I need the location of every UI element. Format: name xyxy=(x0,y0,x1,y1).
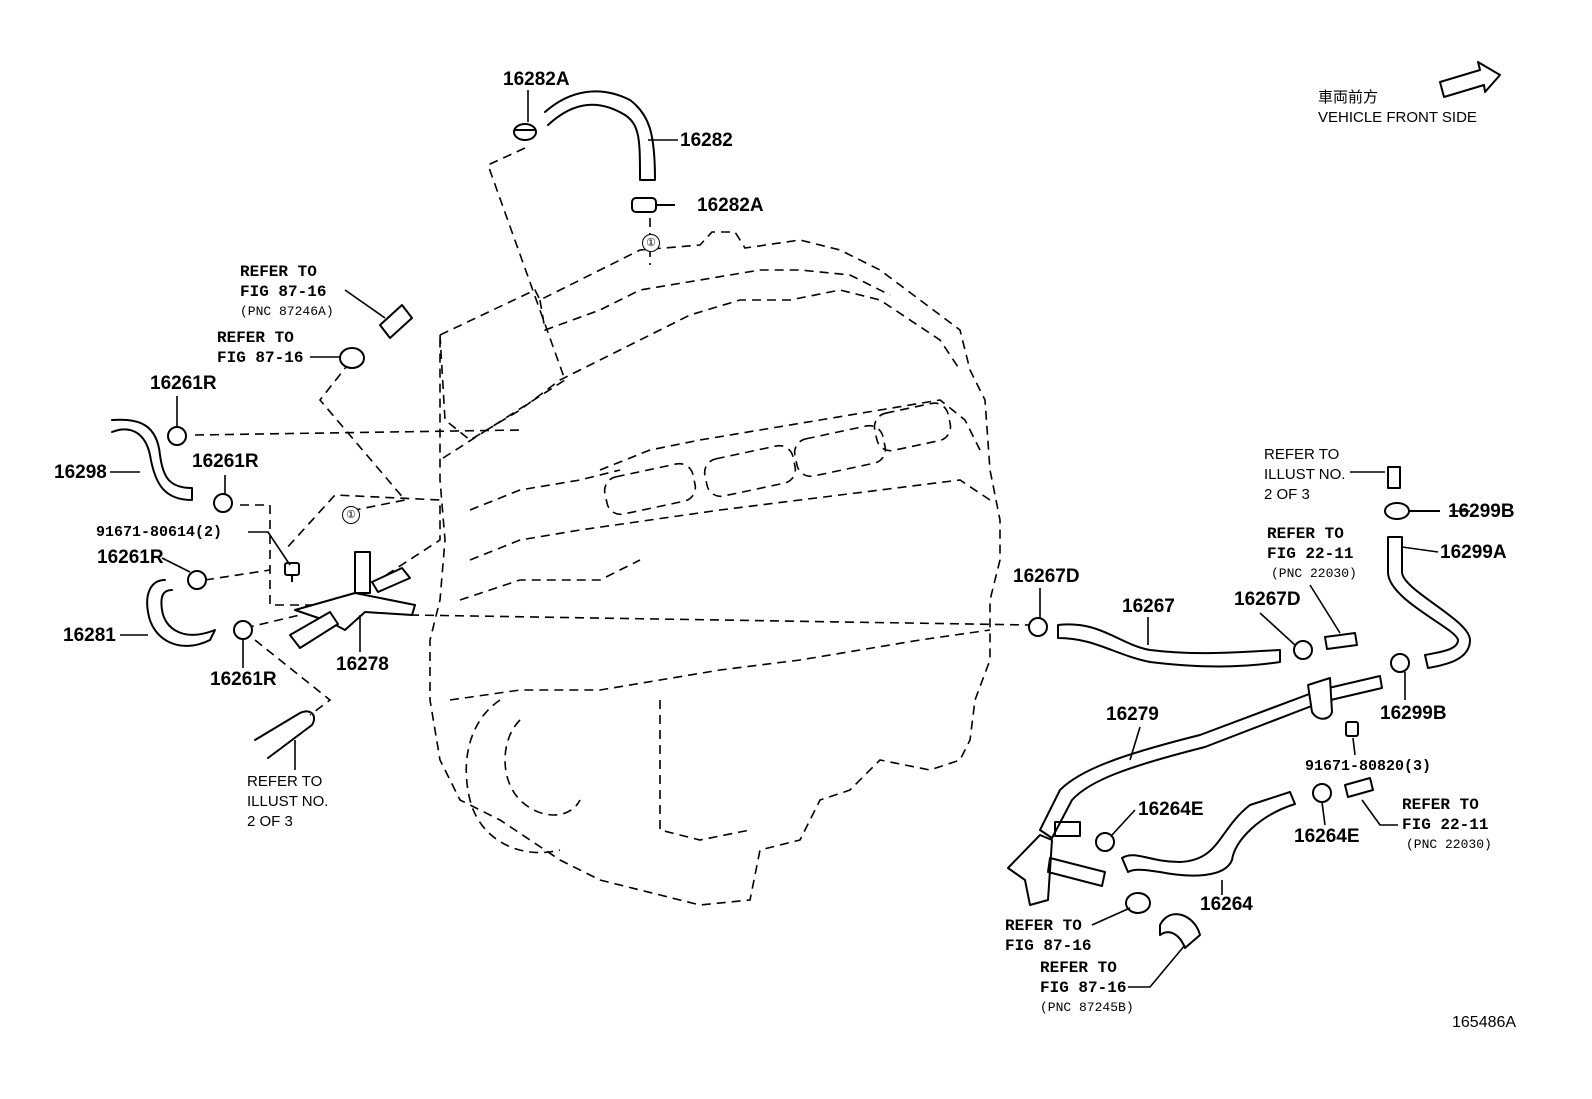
label-16299B-bot[interactable]: 16299B xyxy=(1380,703,1447,724)
ref-87245B[interactable]: REFER TO FIG 87-16 (PNC 87245B) xyxy=(1040,958,1134,1018)
label-16261R-3[interactable]: 16261R xyxy=(97,547,164,568)
label-16282A-top[interactable]: 16282A xyxy=(503,69,570,90)
clamp-16264E-2 xyxy=(1312,783,1332,803)
ref-87246A[interactable]: REFER TO FIG 87-16 (PNC 87246A) xyxy=(240,262,334,322)
ref-line-2: FIG 87-16 xyxy=(217,349,304,367)
label-16282[interactable]: 16282 xyxy=(680,130,733,151)
ref-line-2: FIG 22-11 xyxy=(1267,545,1354,563)
label-16299B-top[interactable]: 16299B xyxy=(1448,501,1515,522)
ref-line-1: REFER TO xyxy=(1267,525,1344,543)
ref-line-3: (PNC 87246A) xyxy=(240,304,334,319)
clamp-16299B-bot xyxy=(1390,653,1410,673)
label-16278[interactable]: 16278 xyxy=(336,654,389,675)
ref-line-3: (PNC 22030) xyxy=(1271,566,1357,581)
ref-line-1: REFER TO xyxy=(1264,446,1340,463)
ref-line-2: FIG 22-11 xyxy=(1402,816,1489,834)
connection-marker-1-left: ① xyxy=(342,506,360,524)
hose-16282 xyxy=(544,90,656,181)
ref-line-1: REFER TO xyxy=(1005,917,1082,935)
clamp-16261R-1 xyxy=(167,426,187,446)
hose-ref-87246A xyxy=(379,304,413,339)
engine-block-outline xyxy=(429,231,1001,906)
bolt-91671-80614 xyxy=(284,562,300,582)
vehicle-front-en: VEHICLE FRONT SIDE xyxy=(1318,109,1477,126)
clamp-ref-87-16-b xyxy=(1125,892,1151,914)
pipe-stub-22030-top xyxy=(1324,632,1358,650)
leader-lines xyxy=(110,90,1470,988)
vehicle-front-jp: 車両前方 xyxy=(1318,89,1379,106)
hose-16298 xyxy=(111,418,193,501)
ref-line-2: FIG 87-16 xyxy=(240,283,327,301)
hose-16267 xyxy=(1057,623,1281,668)
ref-87-16-a[interactable]: REFER TO FIG 87-16 xyxy=(217,328,303,368)
label-16282A-mid[interactable]: 16282A xyxy=(697,195,764,216)
illustration-id: 165486A xyxy=(1452,1014,1517,1031)
clamp-ref-87-16-a xyxy=(339,347,365,369)
connection-marker-1-top: ① xyxy=(642,234,660,252)
ref-line-2: ILLUST NO. xyxy=(247,793,329,810)
ref-illust-left[interactable]: REFER TO ILLUST NO. 2 OF 3 xyxy=(247,772,328,832)
label-16267D-2[interactable]: 16267D xyxy=(1234,589,1301,610)
label-16298[interactable]: 16298 xyxy=(54,462,107,483)
label-16267D-1[interactable]: 16267D xyxy=(1013,566,1080,587)
label-16261R-2[interactable]: 16261R xyxy=(192,451,259,472)
vehicle-front-arrow-icon xyxy=(1439,61,1501,98)
hose-ref-illust-left xyxy=(254,710,316,759)
label-16264[interactable]: 16264 xyxy=(1200,894,1253,915)
ref-87-16-b[interactable]: REFER TO FIG 87-16 xyxy=(1005,916,1091,956)
ref-line-3: 2 OF 3 xyxy=(1264,486,1310,503)
label-16261R-4[interactable]: 16261R xyxy=(210,669,277,690)
hose-16281 xyxy=(146,579,216,647)
label-16261R-1[interactable]: 16261R xyxy=(150,373,217,394)
ref-line-2: FIG 87-16 xyxy=(1040,979,1127,997)
label-16267[interactable]: 16267 xyxy=(1122,596,1175,617)
clamp-16261R-2 xyxy=(213,493,233,513)
label-91671-80820[interactable]: 91671-80820(3) xyxy=(1305,758,1432,775)
pipe-16279-branch xyxy=(1054,821,1081,837)
clamp-16267D-1 xyxy=(1028,617,1048,637)
clamp-16282A-top xyxy=(513,123,537,141)
label-16279[interactable]: 16279 xyxy=(1106,704,1159,725)
intake-ports xyxy=(603,402,952,516)
ref-22030-bot[interactable]: REFER TO FIG 22-11 (PNC 22030) xyxy=(1402,795,1492,855)
pipe-16279-bracket xyxy=(1007,834,1053,906)
ref-line-1: REFER TO xyxy=(1040,959,1117,977)
bolt-91671-80820 xyxy=(1345,721,1359,737)
clamp-16282A-mid xyxy=(631,197,675,213)
hose-16264 xyxy=(1121,791,1296,877)
pipe-16279 xyxy=(1039,675,1383,839)
label-16264E-1[interactable]: 16264E xyxy=(1138,799,1204,820)
ref-line-1: REFER TO xyxy=(240,263,317,281)
ref-22030-top[interactable]: REFER TO FIG 22-11 (PNC 22030) xyxy=(1267,524,1357,584)
pipe-16279-lower xyxy=(1047,857,1106,887)
hose-ref-87245B xyxy=(1159,913,1201,949)
pipe-stub-22030-bot xyxy=(1344,777,1374,798)
label-16299A[interactable]: 16299A xyxy=(1440,542,1507,563)
clamp-16299B-top xyxy=(1384,502,1440,520)
pipe-stub-illust-right xyxy=(1387,466,1401,489)
ref-line-3: (PNC 87245B) xyxy=(1040,1000,1134,1015)
clamp-16264E-1 xyxy=(1095,832,1115,852)
ref-line-2: FIG 87-16 xyxy=(1005,937,1092,955)
ref-line-3: (PNC 22030) xyxy=(1406,837,1492,852)
label-16264E-2[interactable]: 16264E xyxy=(1294,826,1360,847)
ref-line-1: REFER TO xyxy=(217,329,294,347)
clamp-16261R-4 xyxy=(233,620,253,640)
clamp-16261R-3 xyxy=(187,570,207,590)
label-91671-80614[interactable]: 91671-80614(2) xyxy=(96,524,223,541)
hose-16299A xyxy=(1387,536,1471,669)
ref-line-1: REFER TO xyxy=(247,773,323,790)
ref-illust-right[interactable]: REFER TO ILLUST NO. 2 OF 3 xyxy=(1264,445,1345,505)
pipe-16279-bracket-top xyxy=(1307,677,1333,720)
clamp-16267D-2 xyxy=(1293,640,1313,660)
label-16281[interactable]: 16281 xyxy=(63,625,116,646)
ref-line-1: REFER TO xyxy=(1402,796,1479,814)
water-outlet-16278 xyxy=(289,551,416,649)
ref-line-3: 2 OF 3 xyxy=(247,813,293,830)
ref-line-2: ILLUST NO. xyxy=(1264,466,1346,483)
